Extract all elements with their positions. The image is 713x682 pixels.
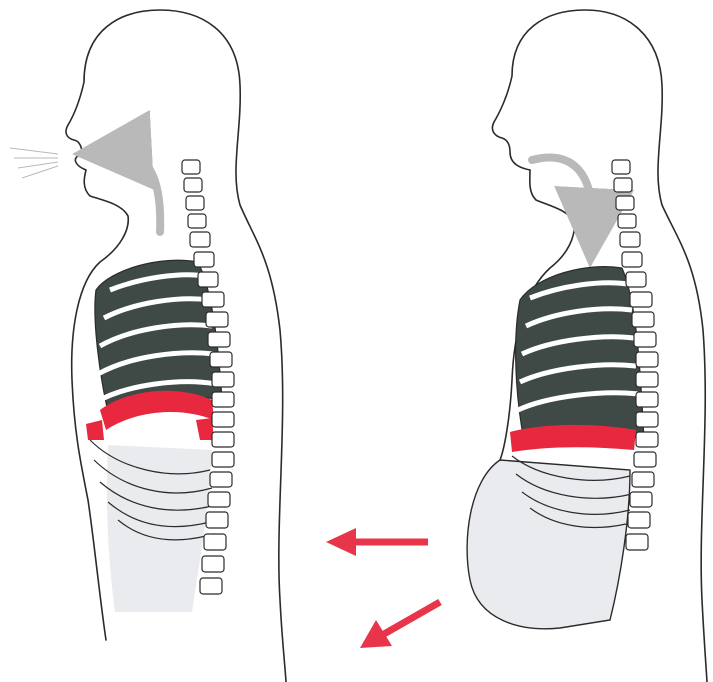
arrow-down-left-icon xyxy=(360,602,440,648)
lung-inhale xyxy=(516,267,644,440)
airflow-arrow-inhale xyxy=(532,158,592,228)
figure-exhale xyxy=(10,10,286,682)
arrow-left-icon xyxy=(326,528,428,556)
abdomen-exhale xyxy=(107,445,212,612)
figure-inhale xyxy=(467,10,707,682)
airflow-arrow-exhale xyxy=(112,152,160,232)
diaphragm-inhale xyxy=(510,425,636,452)
abdomen-inhale xyxy=(467,460,630,629)
direction-arrows xyxy=(326,528,440,648)
breath-puff xyxy=(10,148,58,178)
